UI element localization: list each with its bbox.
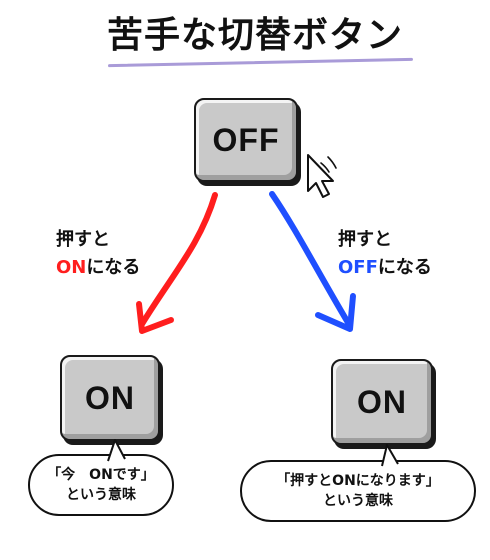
- left-transition-suffix: になる: [86, 257, 141, 278]
- off-button-label: OFF: [212, 121, 280, 158]
- page-title: 苦手な切替ボタン: [106, 15, 403, 56]
- right-transition-label: 押すと OFFになる: [338, 226, 432, 282]
- left-speech-bubble-line2: という意味: [66, 487, 136, 503]
- left-transition-line1: 押すと: [56, 229, 110, 250]
- off-button[interactable]: OFF: [194, 98, 298, 182]
- cursor-motion-line-1: [327, 156, 337, 169]
- left-transition-line2: ONになる: [56, 254, 140, 282]
- right-transition-line2: OFFになる: [338, 254, 432, 282]
- left-speech-bubble: 「今 ONです」 という意味: [28, 454, 174, 516]
- right-speech-bubble-line2: という意味: [323, 493, 393, 509]
- right-speech-bubble: 「押すとONになります」 という意味: [240, 460, 476, 522]
- cursor-motion-line-2: [320, 162, 330, 173]
- right-transition-line1: 押すと: [338, 229, 392, 250]
- left-transition-state: ON: [56, 257, 87, 278]
- pointer-cursor-icon: [307, 154, 334, 198]
- right-speech-bubble-line1: 「押すとONになります」: [276, 473, 440, 489]
- left-arrow-line: [139, 192, 218, 327]
- left-arrowhead-icon: [136, 301, 174, 334]
- left-speech-bubble-line1: 「今 ONです」: [47, 467, 155, 483]
- right-transition-suffix: になる: [377, 257, 432, 278]
- left-on-button-label: ON: [85, 379, 135, 416]
- left-on-button[interactable]: ON: [60, 355, 160, 441]
- right-on-button[interactable]: ON: [331, 359, 433, 445]
- right-transition-state: OFF: [338, 257, 378, 278]
- right-on-button-label: ON: [357, 383, 407, 420]
- left-transition-label: 押すと ONになる: [56, 226, 140, 282]
- right-arrowhead-icon: [315, 293, 356, 332]
